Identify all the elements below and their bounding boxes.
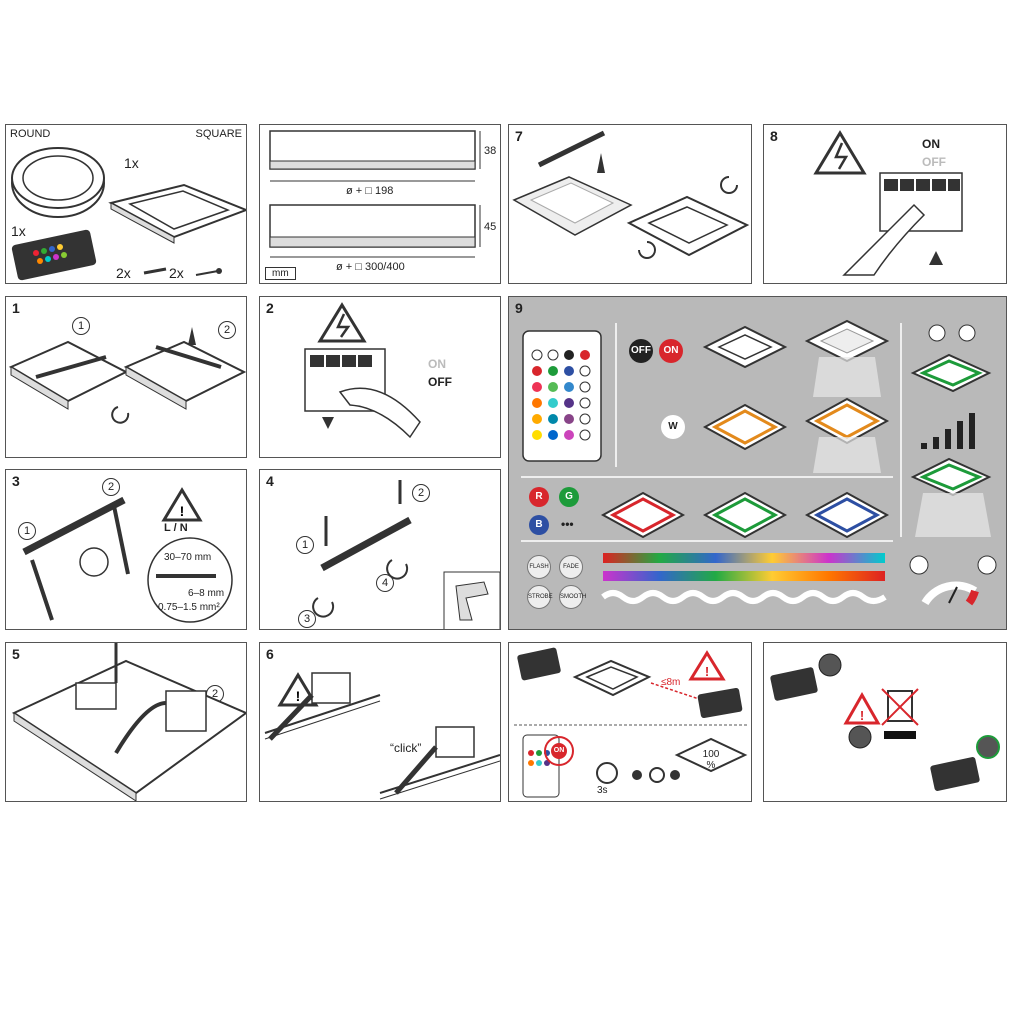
circled-number: 2 [218,321,236,339]
battery-icon [976,735,1000,759]
flash-button: FLASH [527,555,551,579]
diameter-large: ø + □ 300/400 [336,261,405,273]
pairing-panel: ! ON ≤8m 3s 100 % [508,642,752,802]
battery-icon [818,653,842,677]
step-7-illustration [512,130,750,259]
step-number: 4 [266,473,274,489]
step-number: 5 [12,646,20,662]
warning-icon [317,302,367,343]
click-label: “click” [390,741,422,755]
step-number: 9 [515,300,523,316]
step-7-panel: 7 [508,124,752,284]
warning-icon [688,650,726,681]
switch-on-label: ON [922,137,940,151]
speed-slow-icon [909,555,929,575]
on-button: ON [551,743,567,759]
svg-text:!: ! [860,708,864,723]
step-1-panel: 1 1 2 [5,296,247,458]
ln-label: L / N [164,522,188,534]
step-8-illustration [813,130,963,276]
step-3-panel: 3 2 1 ! L / N 30–70 mm 6–8 mm 0.75–1.5 m… [5,469,247,630]
svg-text:!: ! [180,503,185,519]
step-number: 7 [515,128,523,144]
battery-panel: ! [763,642,1007,802]
battery-icon [848,725,872,749]
circled-number: 4 [376,574,394,592]
height-small: 38 [484,145,497,157]
switch-off-label: OFF [428,375,452,389]
step-9-illustration [521,319,997,606]
remote-quantity: 1x [11,223,26,239]
step-number: 2 [266,300,274,316]
strobe-button: STROBE [527,585,553,609]
svg-text:!: ! [296,688,301,704]
round-label: ROUND [10,128,51,140]
warning-icon [813,130,867,175]
step-2-illustration [304,302,421,439]
height-large: 45 [484,221,497,233]
battery-illustration: ! [770,653,1000,791]
pairing-illustration: ! [514,647,748,798]
step-1-illustration [8,327,246,424]
green-button: G [559,487,579,507]
step-5-panel: 5 2 1 [5,642,247,802]
step-8-panel: 8 ON OFF [763,124,1007,284]
step-3-illustration: ! [22,487,233,623]
more-colors: ••• [561,517,574,531]
brightness-icon [928,324,946,342]
circled-number: 1 [18,522,36,540]
circled-number: 2 [412,484,430,502]
step-5-illustration [11,643,246,801]
step-2-panel: 2 ON OFF [259,296,501,458]
step-number: 8 [770,128,778,144]
switch-off-label: OFF [922,155,946,169]
dimensions-panel: 38 ø + □ 198 45 ø + □ 300/400 mm [259,124,501,284]
contents-illustration [11,147,246,281]
step-number: 6 [266,646,274,662]
remote-control [522,330,602,462]
warning-icon [161,487,203,522]
smooth-button: SMOOTH [559,585,586,609]
dimensions-drawing [269,130,481,258]
hold-time-label: 3s [597,785,608,796]
range-label: ≤8m [661,677,681,688]
circled-number: 1 [72,317,90,335]
strip-outer-label: 30–70 mm [164,552,212,563]
contents-panel: ROUND SQUARE 1x 1x 2x 2x [5,124,247,284]
brightness-icon [958,324,976,342]
on-button: ON [659,339,683,363]
svg-text:!: ! [705,664,709,679]
warning-icon [843,691,881,725]
step-number: 3 [12,473,20,489]
square-label: SQUARE [195,128,242,140]
step-9-panel: 9 [508,296,1007,630]
remote-control [770,667,818,701]
circled-number: 1 [296,536,314,554]
fade-button: FADE [559,555,583,579]
circled-number: 3 [298,610,316,628]
speed-fast-icon [977,555,997,575]
step-6-panel: 6 ! “click” [259,642,501,802]
remote-control [930,757,980,791]
step-4-illustration [312,480,500,629]
step-6-illustration: ! [264,672,500,800]
white-button: W [661,415,685,439]
brightness-level-label: 100 % [702,749,720,771]
diameter-small: ø + □ 198 [346,185,394,197]
dowel-quantity: 2x [116,265,131,281]
screw-quantity: 2x [169,265,184,281]
off-button: OFF [629,339,653,363]
unit-label: mm [265,267,296,280]
switch-on-label: ON [428,357,446,371]
strip-inner-label: 6–8 mm [188,588,225,599]
step-4-panel: 4 2 1 4 3 [259,469,501,630]
red-button: R [529,487,549,507]
lamp-quantity: 1x [124,155,139,171]
circled-number: 2 [102,478,120,496]
blue-button: B [529,515,549,535]
step-number: 1 [12,300,20,316]
cross-section-label: 0.75–1.5 mm² [158,602,220,613]
